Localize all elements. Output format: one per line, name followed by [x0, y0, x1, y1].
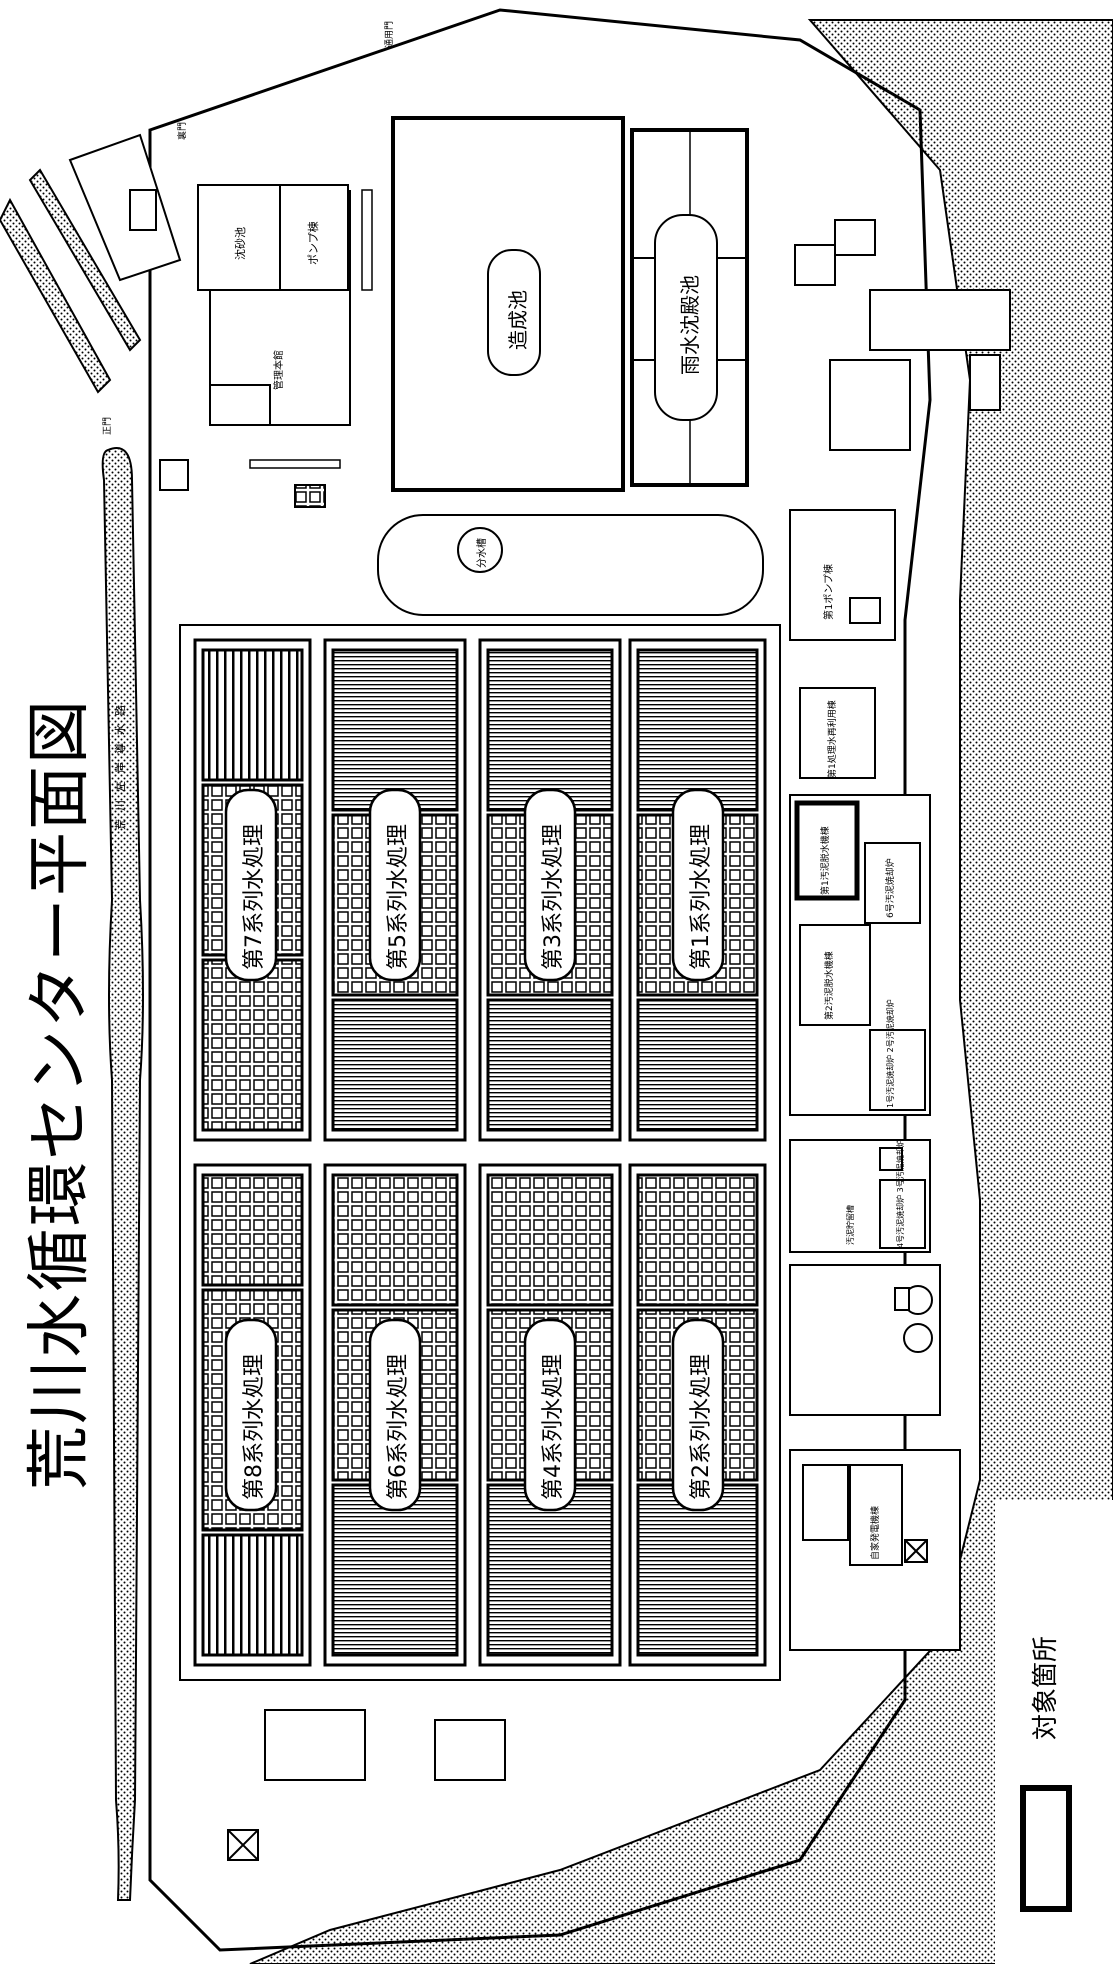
dewatering-2-label: 第2汚泥脱水機棟 — [825, 951, 835, 1020]
train-label-box-5 — [368, 788, 422, 982]
train-label-7: 第7系列水処理 — [242, 824, 267, 970]
gate-3-label: 裏門 — [178, 121, 188, 140]
dewatering-1-label: 第1汚泥脱水機棟 — [821, 826, 831, 895]
reuse-label: 第1処理水再利用棟 — [828, 700, 838, 778]
map-title: 荒川水循環センター平面図 — [23, 698, 97, 1490]
train-label-box-6 — [368, 1318, 422, 1512]
train-label-3: 第3系列水処理 — [541, 824, 566, 970]
distribution-strip — [377, 514, 764, 616]
canal-label: 荒川左岸導水路 — [114, 697, 127, 830]
gate-building — [129, 189, 157, 231]
train-label-4: 第4系列水処理 — [541, 1354, 566, 1500]
pump-room-label: ポンプ棟 — [307, 221, 320, 265]
train-block-6 — [323, 1163, 467, 1667]
settling-pond-label: 造成池 — [506, 290, 530, 350]
pump-station-label: 第1ポンプ棟 — [824, 563, 835, 620]
sludge-tank-label: 汚泥貯留槽 — [846, 1205, 855, 1245]
legend-swatch — [1020, 1785, 1072, 1912]
admin-label: 管理本館 — [274, 350, 285, 390]
power-label: 自家発電機棟 — [871, 1505, 881, 1560]
legend-label: 対象箇所 — [1031, 1635, 1061, 1740]
rain-basin-label: 雨水沈殿池 — [678, 275, 702, 375]
incinerator-34-label: 4号汚泥焼却炉 3号汚泥焼却炉 — [896, 1139, 905, 1248]
train-label-box-8 — [224, 1318, 278, 1512]
canal-levee — [101, 447, 144, 1901]
distribution-tank-label: 分水槽 — [477, 538, 488, 568]
train-label-box-3 — [523, 788, 577, 982]
train-label-box-7 — [224, 788, 278, 982]
grit-chamber-label: 沈砂池 — [234, 227, 247, 260]
distribution-tank — [457, 527, 503, 573]
site-boundary — [148, 8, 932, 1952]
grit-chamber — [197, 184, 349, 291]
train-label-8: 第8系列水処理 — [242, 1354, 267, 1500]
train-label-2: 第2系列水処理 — [689, 1354, 714, 1500]
train-label-box-4 — [523, 1318, 577, 1512]
train-label-box-2 — [671, 1318, 725, 1512]
train-label-box-1 — [671, 788, 725, 982]
train-label-1: 第1系列水処理 — [689, 824, 714, 970]
incinerator-6-label: 6号汚泥焼却炉 — [886, 858, 896, 918]
gate-1-label: 正門 — [103, 416, 113, 435]
target-building — [794, 800, 860, 901]
train-label-6: 第6系列水処理 — [386, 1354, 411, 1500]
train-label-5: 第5系列水処理 — [386, 824, 411, 970]
incinerator-12-label: 1号汚泥焼却炉 2号汚泥焼却炉 — [886, 999, 895, 1108]
gate-2-label: 通用門 — [385, 20, 395, 48]
